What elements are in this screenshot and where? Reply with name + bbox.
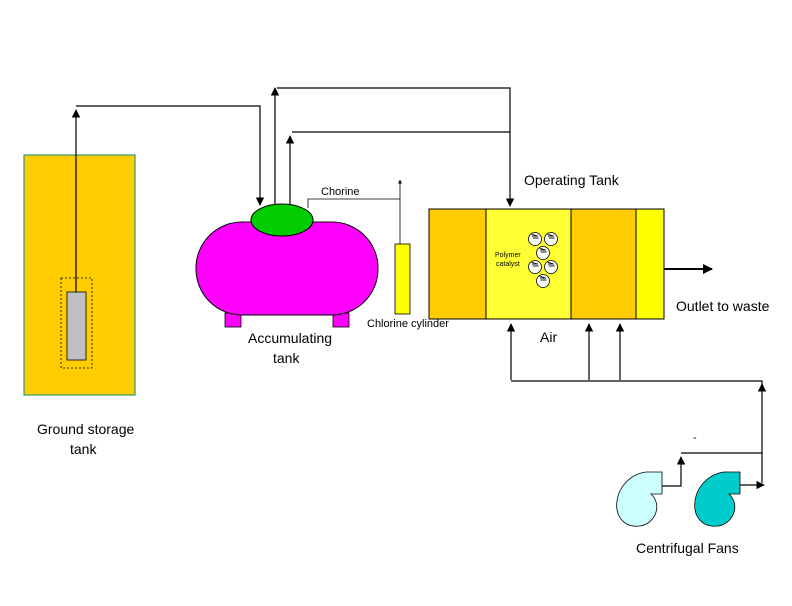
ground-storage-tank <box>23 154 136 396</box>
polymer-label-line2: catalyst <box>496 261 520 268</box>
catalyst-bead <box>528 260 542 274</box>
chlorine-cylinder <box>394 243 411 315</box>
accumulating-to-operating-pipe <box>270 87 515 207</box>
operating-tank-label: Operating Tank <box>524 172 620 188</box>
centrifugal-fans-label: Centrifugal Fans <box>636 540 739 556</box>
air-label: Air <box>540 329 557 345</box>
ground-to-accumulating-pipe <box>71 105 265 292</box>
accum-dome <box>250 203 314 237</box>
centrifugal-fan-left <box>616 471 663 527</box>
accumulating-tank <box>195 203 379 328</box>
polymer-catalyst-beads <box>528 232 558 288</box>
accumulating-label-line2: tank <box>273 350 300 366</box>
centrifugal-fan-right <box>694 471 741 527</box>
catalyst-bead <box>544 260 558 274</box>
air-distribution-lines <box>506 323 767 490</box>
op-tank-chamber-3 <box>570 208 637 320</box>
catalyst-bead <box>528 232 542 246</box>
catalyst-bead <box>536 274 550 288</box>
ground-storage-label-line1: Ground storage <box>37 421 134 437</box>
chlorine-cylinder-label: Chlorine cylinder <box>367 318 449 330</box>
accumulating-label-line1: Accumulating <box>248 330 332 346</box>
pump-housing-outline <box>60 277 93 369</box>
polymer-label-line1: Polymer <box>495 252 521 259</box>
op-tank-chamber-4 <box>635 208 665 320</box>
catalyst-bead <box>544 232 558 246</box>
submersible-pump <box>66 291 87 361</box>
catalyst-bead <box>536 246 550 260</box>
ground-storage-label-line2: tank <box>70 441 97 457</box>
chorine-label: Chorine <box>321 186 360 198</box>
operating-tank <box>428 208 665 320</box>
chlorine-line <box>307 179 402 244</box>
dash-mark: - <box>693 432 697 444</box>
outlet-label: Outlet to waste <box>676 298 770 314</box>
